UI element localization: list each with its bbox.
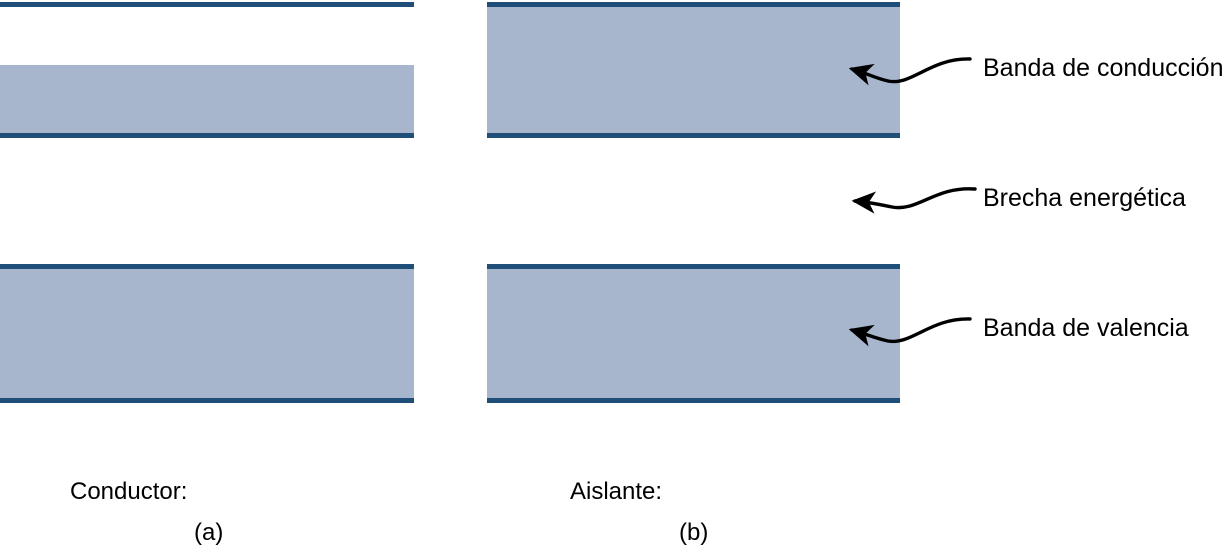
panel-b-conduction-band <box>487 2 900 138</box>
arrow-to-energy-gap <box>851 187 977 214</box>
label-conduction-band: Banda de conducción <box>983 54 1224 82</box>
panel-a-valence-band <box>0 264 414 403</box>
label-energy-gap: Brecha energética <box>983 184 1186 212</box>
panel-a-letter: (a) <box>194 519 224 546</box>
panel-b-caption: Aislante: Banda de valencia llena, banda… <box>570 414 856 549</box>
panel-b-valence-band <box>487 264 900 403</box>
panel-a-caption: Conductor: Banda de valencia llena, band… <box>70 414 441 549</box>
label-valence-band: Banda de valencia <box>983 314 1189 342</box>
panel-a-caption-line-1: Conductor: <box>70 478 188 505</box>
panel-b-letter: (b) <box>679 519 709 546</box>
panel-b-caption-line-1: Aislante: <box>570 478 663 505</box>
panel-a-conduction-band <box>0 65 414 138</box>
panel-a-conduction-band-top-rule <box>0 2 414 7</box>
